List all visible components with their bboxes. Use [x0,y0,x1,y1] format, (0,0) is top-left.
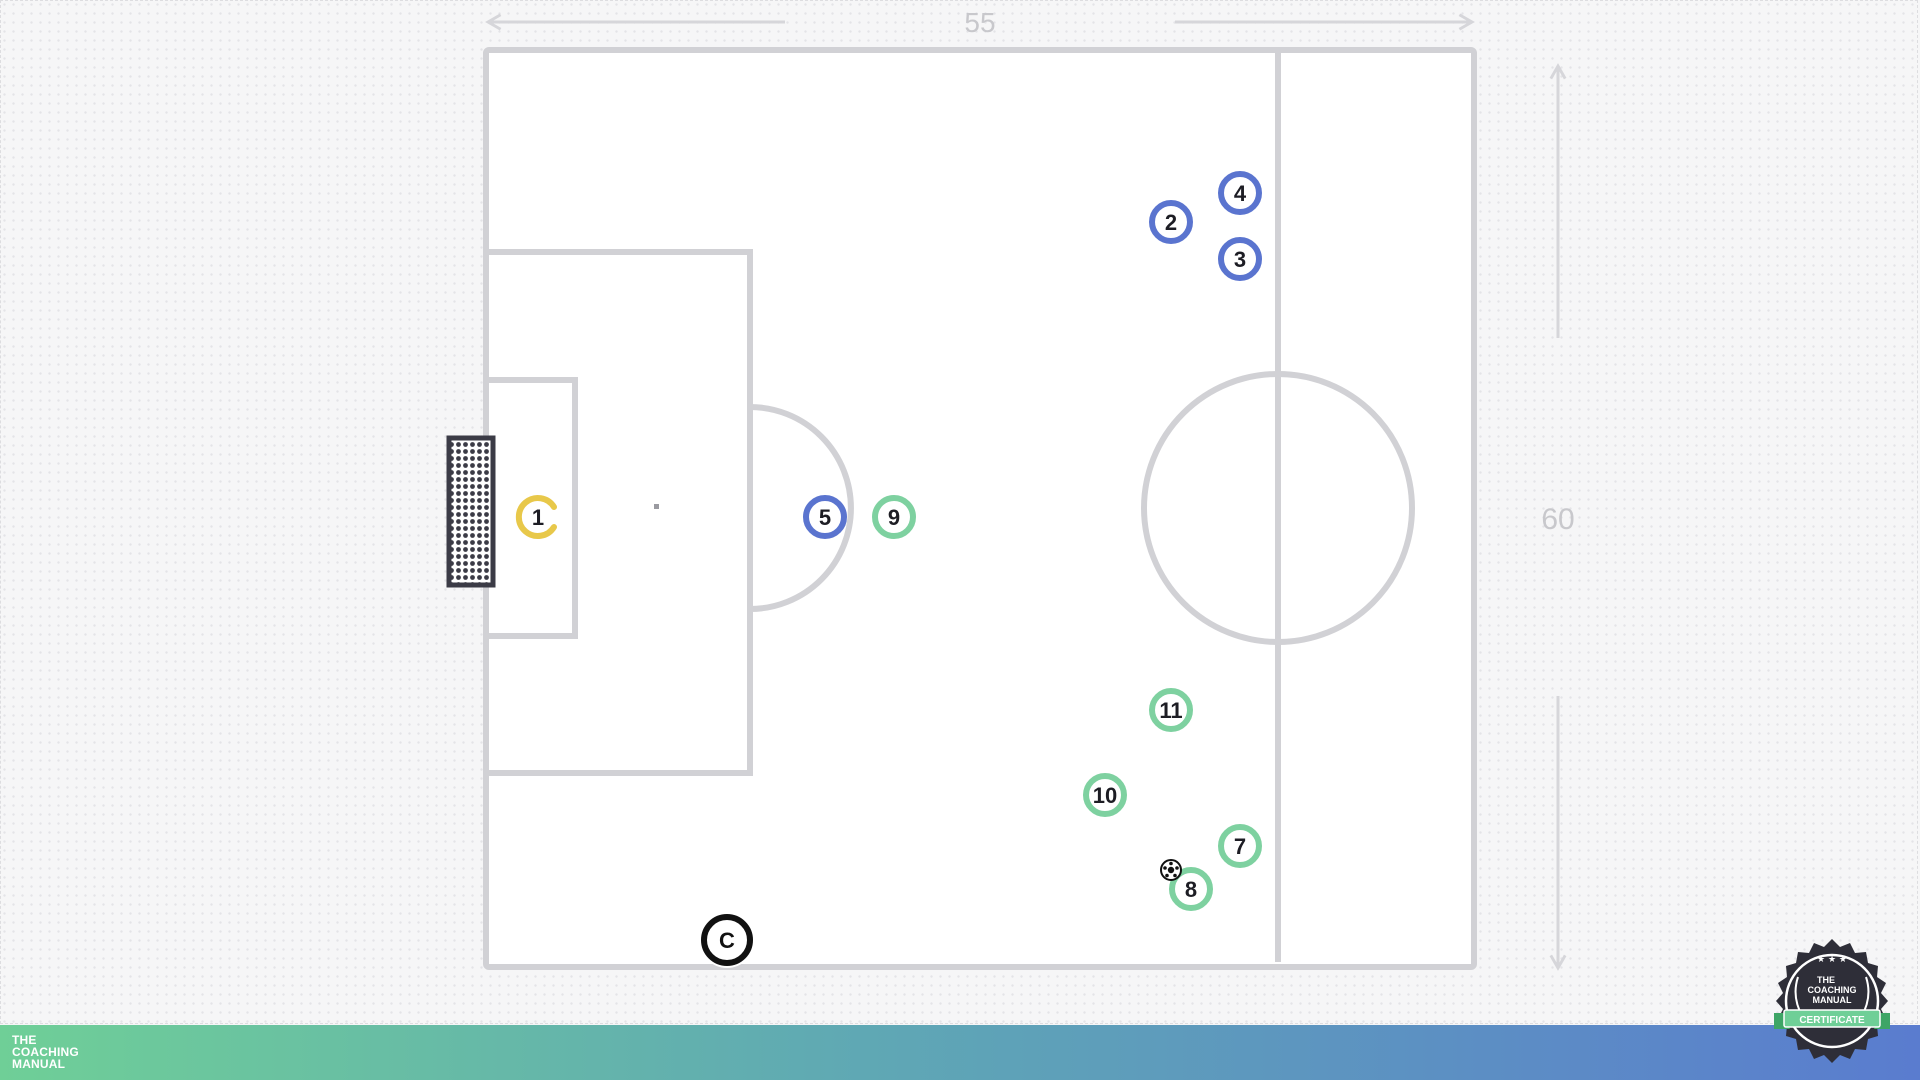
blue-player-2[interactable]: 2 [1149,200,1193,244]
footer-gradient-bar [0,1025,1920,1080]
blue-player-3[interactable]: 3 [1218,237,1262,281]
penalty-spot [654,504,659,509]
pitch-surface [486,50,1474,967]
canvas-frame [0,0,1918,1024]
certificate-badge: ★ ★ ★ THE COACHING MANUAL CERTIFICATE [1774,939,1890,1063]
badge-ribbon-text: CERTIFICATE [1799,1015,1865,1026]
player-number: 7 [1234,834,1246,859]
blue-player-5[interactable]: 5 [803,495,847,539]
player-number: 4 [1234,181,1247,206]
player-number: 5 [819,505,831,530]
penalty-arc [749,404,854,612]
badge-text-3: MANUAL [1813,995,1852,1005]
coaching-manual-logo: THE COACHING MANUAL [12,1033,79,1071]
green-player-10[interactable]: 10 [1083,773,1127,817]
goalkeeper-number: 1 [532,505,544,530]
center-circle [1141,371,1415,645]
player-number: 9 [888,505,900,530]
badge-text-2: COACHING [1808,985,1857,995]
green-player-9[interactable]: 9 [872,495,916,539]
goal [446,435,496,588]
height-label: 60 [1541,503,1574,536]
player-number: 8 [1185,877,1197,902]
goalkeeper-marker[interactable]: 1 [515,495,557,539]
badge-ribbon [1783,1009,1881,1028]
green-player-8[interactable]: 8 [1169,867,1213,911]
width-label: 55 [964,7,995,38]
green-player-7[interactable]: 7 [1218,824,1262,868]
player-number: 10 [1093,783,1117,808]
coach-label: C [719,928,735,953]
svg-text:★ ★ ★: ★ ★ ★ [1817,955,1847,965]
player-number: 3 [1234,247,1246,272]
coach-marker[interactable]: C [699,912,755,968]
badge-seal-shape [1776,939,1888,1063]
blue-player-4[interactable]: 4 [1218,171,1262,215]
player-number: 2 [1165,210,1177,235]
soccer-ball-icon[interactable] [1160,859,1182,881]
badge-text-1: THE [1817,975,1835,985]
green-player-11[interactable]: 11 [1149,688,1193,732]
player-number: 11 [1159,698,1182,723]
